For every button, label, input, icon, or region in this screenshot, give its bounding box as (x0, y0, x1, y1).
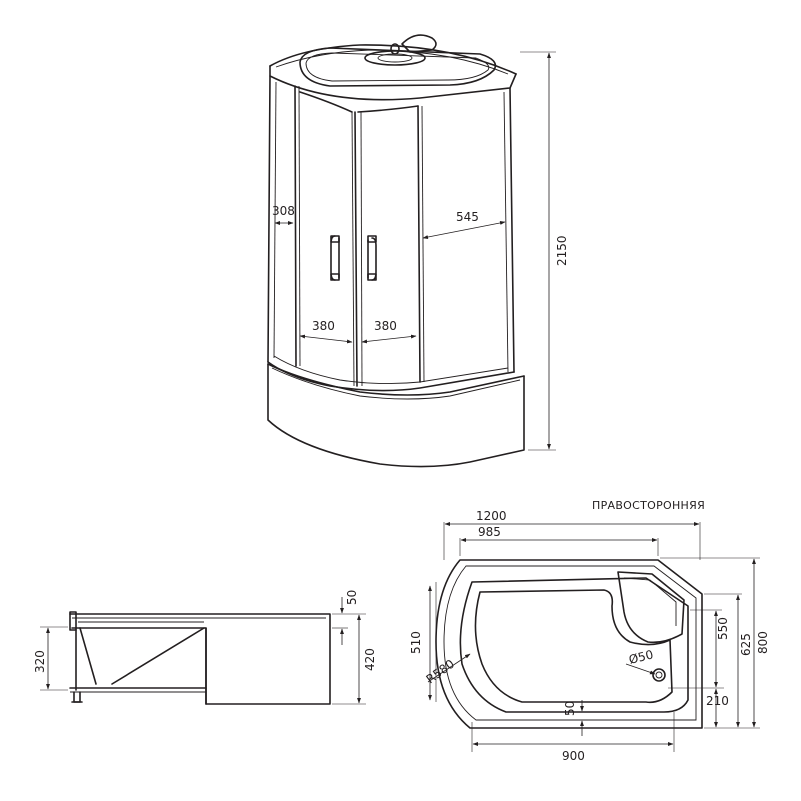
dim-label-308: 308 (272, 204, 295, 218)
dim-label-800: 800 (756, 631, 770, 654)
tray-base (267, 363, 525, 468)
front-view: 308 545 380 380 2150 (267, 34, 569, 468)
dim-label-510: 510 (409, 631, 423, 654)
cabin-frame (267, 75, 515, 392)
dim-label-380-left: 380 (312, 319, 335, 333)
dim-label-550: 550 (716, 617, 730, 640)
door-handles (330, 235, 377, 281)
dim-label-50-offset: 50 (563, 701, 577, 716)
glass-panels (294, 85, 425, 387)
dim-label-drain-50: Ø50 (627, 647, 654, 667)
dim-label-985: 985 (478, 525, 501, 539)
dim-label-50-rim: 50 (345, 590, 359, 605)
front-dimensions (274, 51, 556, 451)
dim-label-210: 210 (706, 694, 729, 708)
side-view: 320 50 420 (33, 590, 377, 705)
dim-label-545: 545 (456, 210, 479, 224)
roof (269, 34, 517, 101)
dim-label-380-right: 380 (374, 319, 397, 333)
dim-label-420: 420 (363, 648, 377, 671)
dim-label-1200: 1200 (476, 509, 507, 523)
dim-label-625: 625 (739, 633, 753, 656)
dim-label-320: 320 (33, 650, 47, 673)
dim-label-2150: 2150 (555, 235, 569, 266)
orientation-caption: ПРАВОСТОРОННЯЯ (592, 499, 705, 512)
dim-label-900: 900 (562, 749, 585, 763)
plan-view: ПРАВОСТОРОННЯЯ 1200 985 800 625 550 510 … (409, 499, 770, 763)
